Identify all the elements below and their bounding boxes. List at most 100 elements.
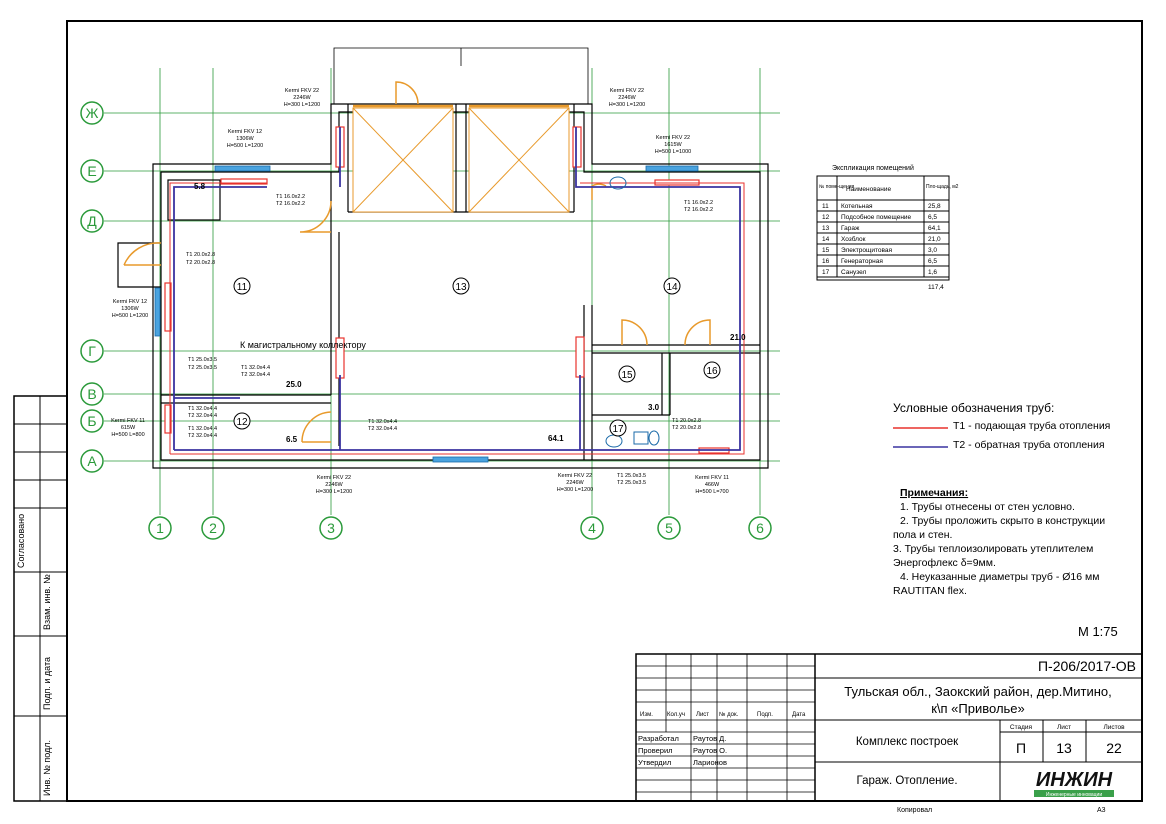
expl-header-name: Наименование <box>846 186 891 193</box>
notes-title: Примечания: <box>900 487 968 499</box>
svg-text:1306W: 1306W <box>121 306 139 312</box>
svg-text:Котельная: Котельная <box>841 203 873 210</box>
svg-text:16: 16 <box>706 366 718 377</box>
sanitary-fixtures <box>605 176 660 448</box>
svg-text:Утвердил: Утвердил <box>638 758 671 767</box>
svg-text:Разработал: Разработал <box>638 734 679 743</box>
stage-header: Стадия <box>1010 724 1033 731</box>
svg-text:2246W: 2246W <box>618 95 636 101</box>
expl-row-3: 13 Гараж 64,1 <box>822 225 941 232</box>
svg-text:T2 25.0x3.5: T2 25.0x3.5 <box>617 480 646 486</box>
col-h-izm: Изм. <box>640 712 653 718</box>
axis-marker-3: 3 <box>319 516 343 540</box>
side-sign-date-label: Подп. и дата <box>42 657 52 710</box>
room-marker-11: 11 <box>233 277 251 295</box>
svg-text:T1 20.0x2.8: T1 20.0x2.8 <box>672 418 701 424</box>
svg-text:Kermi FKV 22: Kermi FKV 22 <box>558 473 592 479</box>
svg-text:T1 20.0x2.8: T1 20.0x2.8 <box>186 252 215 258</box>
pipe-label-8: T1 25.0x3.5T2 25.0x3.5 <box>617 473 646 486</box>
svg-text:Kermi FKV 22: Kermi FKV 22 <box>285 88 319 94</box>
svg-text:T2 20.0x2.8: T2 20.0x2.8 <box>672 425 701 431</box>
svg-text:2: 2 <box>209 520 217 536</box>
pipe-label-6: T1 32.0x4.4T2 32.0x4.4 <box>188 426 217 439</box>
svg-text:Kermi FKV 11: Kermi FKV 11 <box>695 475 729 481</box>
svg-text:Гараж: Гараж <box>841 225 860 232</box>
svg-text:Kermi FKV 12: Kermi FKV 12 <box>113 299 147 305</box>
svg-text:Kermi FKV 22: Kermi FKV 22 <box>317 475 351 481</box>
col-h-sign: Подп. <box>757 712 773 718</box>
pipe-diameter-labels: T1 16.0x2.2T2 16.0x2.2 T1 20.0x2.8T2 20.… <box>186 194 713 486</box>
expl-header-no: № поме-щения <box>819 184 855 190</box>
svg-text:4: 4 <box>588 520 596 536</box>
svg-text:T2 32.0x4.4: T2 32.0x4.4 <box>188 433 217 439</box>
area-5-8: 5.8 <box>194 182 206 191</box>
svg-text:Генераторная: Генераторная <box>841 258 883 265</box>
windows <box>154 165 699 463</box>
pipe-label-2: T1 20.0x2.8T2 20.0x2.8 <box>186 252 215 266</box>
pipe-label-9: T1 20.0x2.8T2 20.0x2.8 <box>672 418 701 431</box>
svg-text:13: 13 <box>822 225 830 232</box>
pipe-label-10: T1 16.0x2.2T2 16.0x2.2 <box>684 200 713 213</box>
axis-marker-d: Д <box>80 209 104 233</box>
col-axis-markers: 1 2 3 4 5 6 <box>148 516 772 540</box>
col-h-list: Лист <box>696 712 709 718</box>
svg-text:Kermi FKV 22: Kermi FKV 22 <box>610 88 644 94</box>
svg-text:T2 32.0x4.4: T2 32.0x4.4 <box>241 372 270 378</box>
svg-text:16: 16 <box>822 258 830 265</box>
doors <box>123 81 711 443</box>
section-line <box>333 47 589 104</box>
room-marker-13: 13 <box>452 277 470 295</box>
svg-text:Kermi FKV 11: Kermi FKV 11 <box>111 418 145 424</box>
svg-text:Е: Е <box>87 163 96 179</box>
svg-text:Проверил: Проверил <box>638 746 673 755</box>
area-25: 25.0 <box>286 380 302 389</box>
svg-text:17: 17 <box>822 269 830 276</box>
svg-text:5: 5 <box>665 520 673 536</box>
sheet-title: Гараж. Отопление. <box>856 775 957 787</box>
svg-text:T1 32.0x4.4: T1 32.0x4.4 <box>368 419 397 425</box>
svg-text:615W: 615W <box>121 425 136 431</box>
address-line-2: к\п «Приволье» <box>931 701 1025 716</box>
svg-text:6,5: 6,5 <box>928 214 937 221</box>
svg-text:А: А <box>87 453 97 469</box>
axis-marker-6: 6 <box>748 516 772 540</box>
svg-text:Хозблок: Хозблок <box>841 235 866 243</box>
svg-text:14: 14 <box>666 282 678 293</box>
pipe-network <box>169 127 745 455</box>
col-h-kolch: Кол.уч <box>667 712 685 718</box>
side-inv-orig-label: Инв. № подл. <box>42 740 52 796</box>
pipe-label-4: T1 32.0x4.4T2 32.0x4.4 <box>241 365 270 378</box>
explication-title: Экспликация помещений <box>832 164 914 172</box>
svg-text:14: 14 <box>822 236 830 243</box>
col-h-doc: № док. <box>719 711 739 718</box>
svg-text:3: 3 <box>327 520 335 536</box>
axis-marker-g: Г <box>80 339 104 363</box>
svg-text:T1 32.0x4.4: T1 32.0x4.4 <box>188 426 217 432</box>
area-3: 3.0 <box>648 403 660 412</box>
svg-text:T1 25.0x3.5: T1 25.0x3.5 <box>188 357 217 363</box>
sheet-header: Лист <box>1057 724 1071 731</box>
axis-marker-v: В <box>80 382 104 406</box>
svg-text:Г: Г <box>88 343 96 359</box>
row-axis-markers: Ж Е Д Г В Б А <box>80 101 104 473</box>
document-code: П-206/2017-ОВ <box>1038 658 1136 674</box>
axis-marker-zh: Ж <box>80 101 104 125</box>
note-line-1: 1. Трубы отнесены от стен условно. <box>900 501 1075 513</box>
svg-text:2246W: 2246W <box>325 482 343 488</box>
logo-text: ИНЖИН <box>1036 769 1113 791</box>
pipe-label-1: T1 16.0x2.2T2 16.0x2.2 <box>276 194 305 207</box>
svg-text:H=300 L=1200: H=300 L=1200 <box>609 102 645 108</box>
notes-lines: 1. Трубы отнесены от стен условно. 2. Тр… <box>893 501 1105 597</box>
svg-text:2246W: 2246W <box>293 95 311 101</box>
svg-text:64,1: 64,1 <box>928 225 941 232</box>
svg-text:21,0: 21,0 <box>928 236 941 243</box>
axis-marker-4: 4 <box>580 516 604 540</box>
svg-text:T1 16.0x2.2: T1 16.0x2.2 <box>276 194 305 200</box>
